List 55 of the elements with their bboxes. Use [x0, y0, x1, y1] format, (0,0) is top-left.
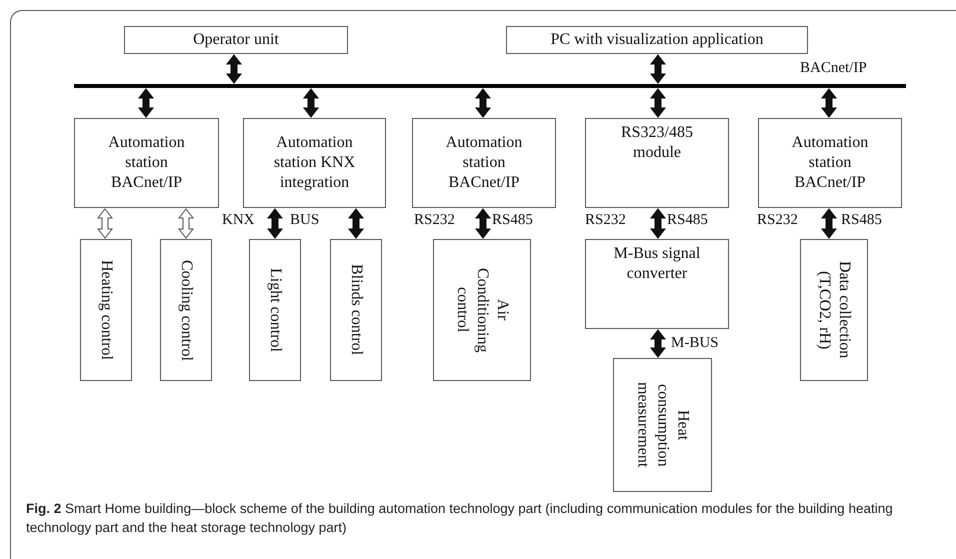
box-label: Heat consumption measurement — [634, 381, 692, 470]
box-label: PC with visualization application — [550, 30, 764, 50]
bus-label: KNX — [222, 213, 254, 228]
bus-label: RS485 — [492, 213, 533, 228]
double-arrow — [650, 208, 666, 239]
process-box — [800, 239, 868, 381]
box-label: Automation station BACnet/IP — [107, 133, 186, 193]
double-arrow — [266, 208, 284, 239]
box-label: Blinds control — [347, 264, 366, 356]
bus-label: BUS — [290, 213, 320, 228]
double-arrow — [820, 208, 838, 239]
bus-label: RS485 — [841, 213, 882, 228]
box-label: Operator unit — [193, 30, 279, 50]
bus-label: RS232 — [585, 213, 626, 228]
process-box — [412, 118, 556, 208]
bus-label: RS485 — [667, 213, 708, 228]
process-box — [585, 239, 729, 329]
box-label: Automation station BACnet/IP — [444, 133, 524, 193]
box-label: Air Conditioning control — [453, 266, 512, 354]
double-arrow — [474, 208, 492, 239]
process-box — [243, 118, 386, 208]
double-arrow — [820, 88, 838, 118]
box-label: Heating control — [97, 260, 116, 360]
process-box — [506, 26, 808, 54]
process-box — [124, 26, 348, 54]
double-arrow — [348, 208, 364, 239]
process-box — [613, 358, 712, 492]
box-label: M-Bus signal converter — [612, 244, 702, 284]
double-arrow — [474, 88, 492, 118]
double-arrow — [650, 329, 666, 358]
process-box — [160, 239, 212, 381]
box-label: Automation station BACnet/IP — [790, 133, 870, 193]
bus-label: RS232 — [414, 213, 455, 228]
double-arrow — [302, 88, 320, 118]
process-box — [249, 239, 301, 381]
box-label: Data collection (T,CO2, rH) — [815, 260, 854, 361]
figure-caption: Fig. 2 Smart Home building—block scheme of the building automation technology part (including communication modules for the building heating technology part and the heat storage technology part) — [26, 500, 894, 537]
box-label: Automation station KNX integration — [272, 133, 356, 193]
double-arrow — [650, 54, 666, 84]
double-arrow — [178, 208, 194, 239]
bus-label: RS232 — [757, 213, 798, 228]
process-box — [585, 118, 729, 208]
double-arrow — [226, 54, 242, 84]
process-box — [433, 239, 531, 381]
double-arrow — [138, 88, 154, 118]
process-box — [74, 118, 219, 208]
box-label: RS323/485 module — [620, 123, 694, 163]
process-box — [758, 118, 902, 208]
process-box — [330, 239, 382, 381]
bus-label: BACnet/IP — [800, 61, 867, 76]
double-arrow — [96, 208, 114, 239]
double-arrow — [650, 88, 666, 118]
process-box — [80, 239, 132, 381]
box-label: Light control — [266, 268, 285, 352]
box-label: Cooling control — [177, 260, 196, 360]
